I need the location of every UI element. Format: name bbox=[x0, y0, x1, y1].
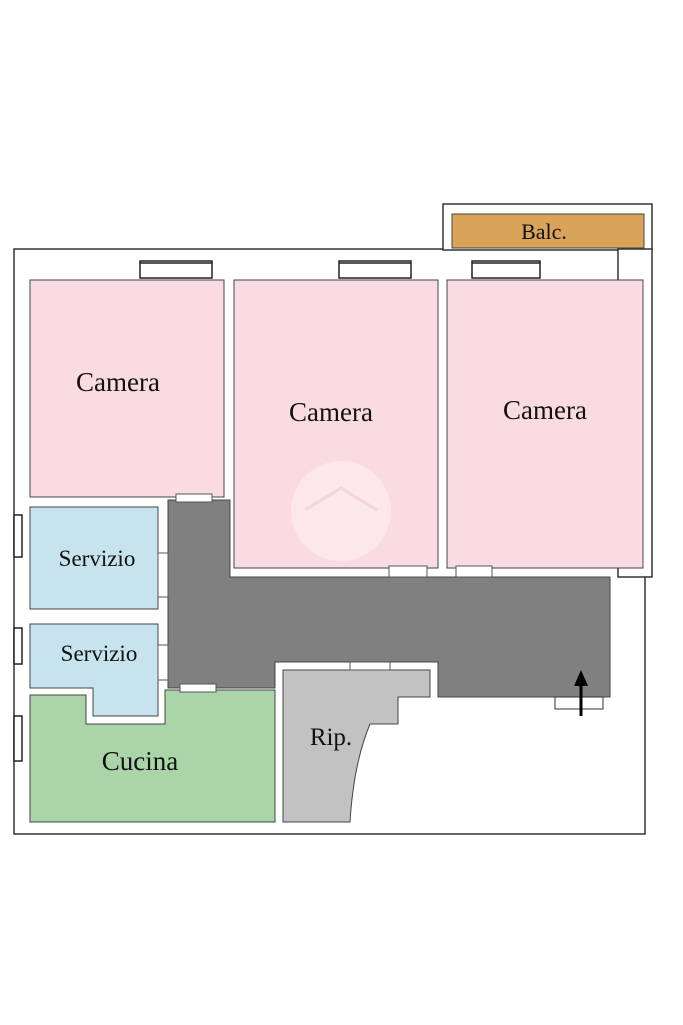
doors bbox=[157, 493, 493, 693]
label-cucina: Cucina bbox=[102, 746, 178, 776]
room-corridoio bbox=[167, 499, 611, 698]
label-camera-1: Camera bbox=[76, 367, 160, 397]
room-servizio-2 bbox=[29, 623, 159, 717]
label-camera-2: Camera bbox=[289, 397, 373, 427]
watermark-logo bbox=[291, 461, 391, 561]
room-ripostiglio bbox=[282, 669, 431, 823]
room-balcone bbox=[451, 213, 645, 249]
label-ripostiglio: Rip. bbox=[310, 724, 352, 751]
entrance-arrow-icon bbox=[574, 670, 588, 716]
room-camera-3 bbox=[446, 279, 644, 569]
label-balcone: Balc. bbox=[521, 219, 567, 244]
room-camera-2 bbox=[233, 279, 439, 569]
room-servizio-1 bbox=[29, 506, 159, 610]
label-servizio-2: Servizio bbox=[61, 641, 138, 666]
label-camera-3: Camera bbox=[503, 395, 587, 425]
entrance-wall-notch bbox=[554, 696, 604, 710]
windows bbox=[13, 260, 541, 762]
label-servizio-1: Servizio bbox=[59, 546, 136, 571]
room-camera-1 bbox=[29, 279, 225, 498]
room-cucina bbox=[29, 689, 276, 823]
